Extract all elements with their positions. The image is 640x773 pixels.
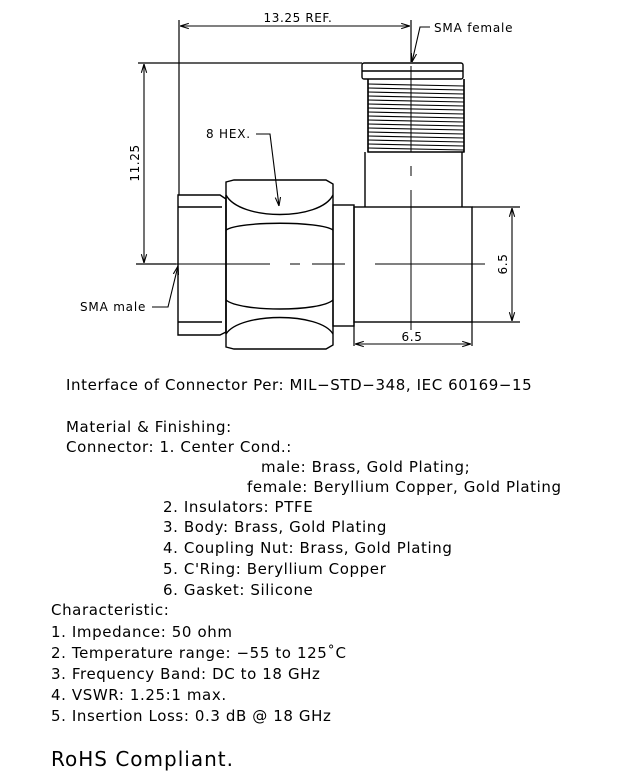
temperature-item: 2. Temperature range: −55 to 125˚C	[51, 644, 347, 662]
thread-line	[367, 123, 465, 127]
coupling-nut-item: 4. Coupling Nut: Brass, Gold Plating	[163, 539, 453, 557]
connector-drawing: 13.25 REF. 11.25 6.5 6.5 SMA female 8 HE…	[80, 11, 520, 350]
impedance-item: 1. Impedance: 50 ohm	[51, 623, 233, 641]
thread-line	[367, 99, 465, 103]
dim-body-width-label: 6.5	[402, 330, 423, 344]
male-end	[177, 194, 227, 336]
vswr-item: 4. VSWR: 1.25:1 max.	[51, 686, 227, 704]
frequency-item: 3. Frequency Band: DC to 18 GHz	[51, 665, 321, 683]
thread-line	[367, 147, 465, 151]
thread-line	[367, 143, 465, 147]
insertion-loss-item: 5. Insertion Loss: 0.3 dB @ 18 GHz	[51, 707, 332, 725]
dim-body-height-label: 6.5	[496, 254, 510, 275]
body-item: 3. Body: Brass, Gold Plating	[163, 518, 388, 536]
thread-line	[367, 119, 465, 123]
connector-line: Connector: 1. Center Cond.:	[66, 438, 292, 456]
thread-line	[367, 95, 465, 99]
male-material: male: Brass, Gold Plating;	[261, 458, 471, 476]
thread-lines	[367, 83, 465, 151]
dimension-lines	[144, 26, 512, 344]
dim-height-label: 11.25	[128, 144, 142, 181]
c-ring-item: 5. C'Ring: Beryllium Copper	[163, 560, 387, 578]
dim-width-label: 13.25 REF.	[264, 11, 333, 25]
thread-line	[367, 91, 465, 95]
hex-label: 8 HEX.	[206, 127, 251, 141]
female-material: female: Beryllium Copper, Gold Plating	[247, 478, 562, 496]
sma-male-label: SMA male	[80, 300, 146, 314]
thread-line	[367, 83, 465, 87]
characteristic-heading: Characteristic:	[51, 601, 170, 619]
gasket-item: 6. Gasket: Silicone	[163, 581, 314, 599]
material-heading: Material & Finishing:	[66, 418, 232, 436]
thread-line	[367, 107, 465, 111]
thread-line	[367, 131, 465, 135]
thread-line	[367, 87, 465, 91]
thread-line	[367, 135, 465, 139]
center-lines	[160, 66, 485, 330]
flange	[332, 204, 355, 327]
thread-line	[367, 139, 465, 143]
leader-lines	[152, 26, 430, 308]
thread-line	[367, 103, 465, 107]
female-barrel	[361, 62, 465, 207]
rohs-label: RoHS Compliant.	[51, 747, 234, 771]
thread-line	[367, 115, 465, 119]
sma-female-label: SMA female	[434, 21, 513, 35]
thread-line	[367, 111, 465, 115]
thread-line	[367, 127, 465, 131]
interface-line: Interface of Connector Per: MIL−STD−348,…	[66, 376, 533, 394]
insulators-item: 2. Insulators: PTFE	[163, 498, 314, 516]
